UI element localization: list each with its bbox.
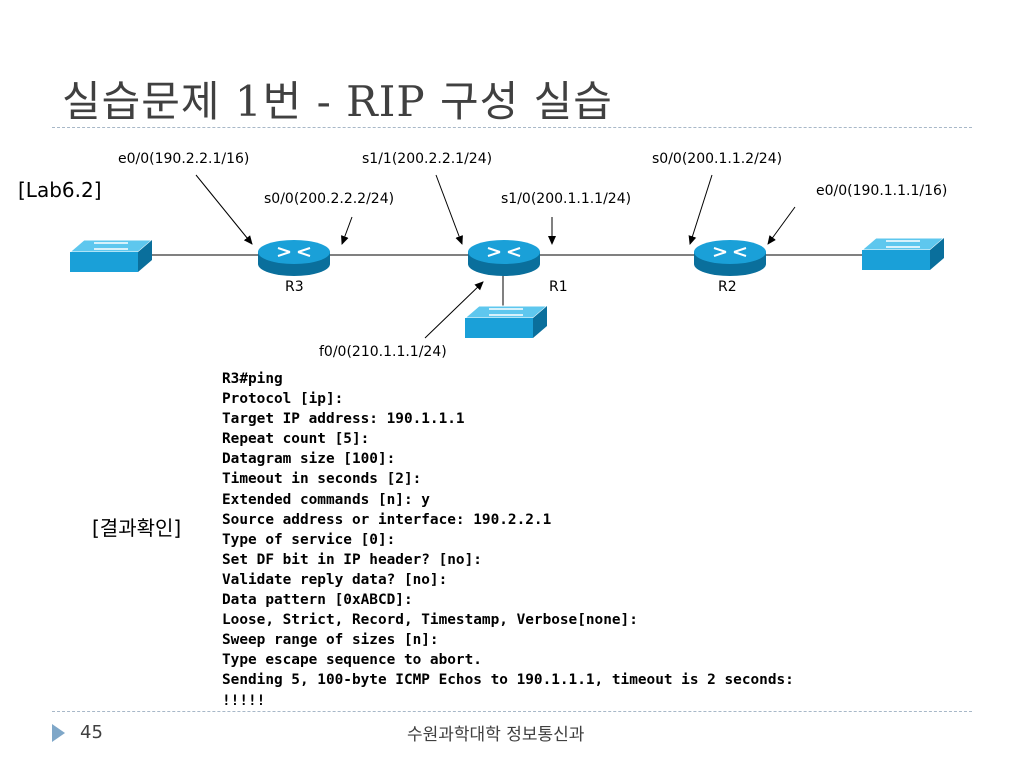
network-diagram [68,174,946,339]
console-line: Protocol [ip]: [222,391,344,408]
arrow-r2-s0 [688,174,713,245]
slide-title: 실습문제 1번 - RIP 구성 실습 [62,77,613,126]
console-line: Target IP address: 190.1.1.1 [222,411,465,428]
console-line: Type of service [0]: [222,531,396,548]
left-switch-icon [68,239,154,272]
arrow-r3-s0 [341,216,353,245]
console-line: Timeout in seconds [2]: [222,471,422,488]
result-tag: [결과확인] [92,516,182,540]
console-line: Sweep range of sizes [n]: [222,632,439,649]
lab-tag: [Lab6.2] [18,178,102,202]
interface-arrows [195,174,796,339]
router-r2-icon [694,240,766,276]
play-triangle-icon [52,724,65,742]
footer-divider [52,711,972,712]
console-line: Loose, Strict, Record, Timestamp, Verbos… [222,612,638,629]
arrow-r2-e0 [767,206,796,245]
router-r1-label: R1 [549,279,568,295]
router-r3-label: R3 [285,279,304,295]
console-line: Datagram size [100]: [222,451,396,468]
footer-text: 수원과학대학 정보통신과 [407,725,585,745]
router-r2-label: R2 [718,279,737,295]
console-line: Type escape sequence to abort. [222,652,482,669]
r3-e0-label: e0/0(190.2.2.1/16) [118,151,250,167]
console-line: Data pattern [0xABCD]: [222,592,413,609]
arrow-r1-f0 [424,281,484,339]
r1-s11-label: s1/1(200.2.2.1/24) [362,151,493,167]
r1-s10-label: s1/0(200.1.1.1/24) [501,191,632,207]
console-line: Set DF bit in IP header? [no]: [222,551,482,568]
console-line: Extended commands [n]: y [222,491,430,508]
right-switch-icon [860,237,946,270]
title-divider [52,127,972,128]
arrow-r3-e0 [195,174,253,245]
console-line: !!!!! [222,692,266,709]
console-line: R3#ping [222,371,283,387]
router-r3-icon [258,240,330,276]
r1-f0-label: f0/0(210.1.1.1/24) [319,344,447,360]
arrow-r1-s11 [435,174,463,245]
bottom-switch-icon [463,305,549,338]
console-line: Repeat count [5]: [222,431,370,448]
console-line: Sending 5, 100-byte ICMP Echos to 190.1.… [222,672,794,689]
ping-console-output: R3#ping Protocol [ip]: Target IP address… [222,369,794,711]
r3-s0-label: s0/0(200.2.2.2/24) [264,191,395,207]
r2-s0-label: s0/0(200.1.1.2/24) [652,151,783,167]
router-r1-icon [468,240,540,276]
console-line: Validate reply data? [no]: [222,571,448,588]
console-line: Source address or interface: 190.2.2.1 [222,511,552,528]
r2-e0-label: e0/0(190.1.1.1/16) [816,183,948,199]
page-number: 45 [80,722,103,743]
